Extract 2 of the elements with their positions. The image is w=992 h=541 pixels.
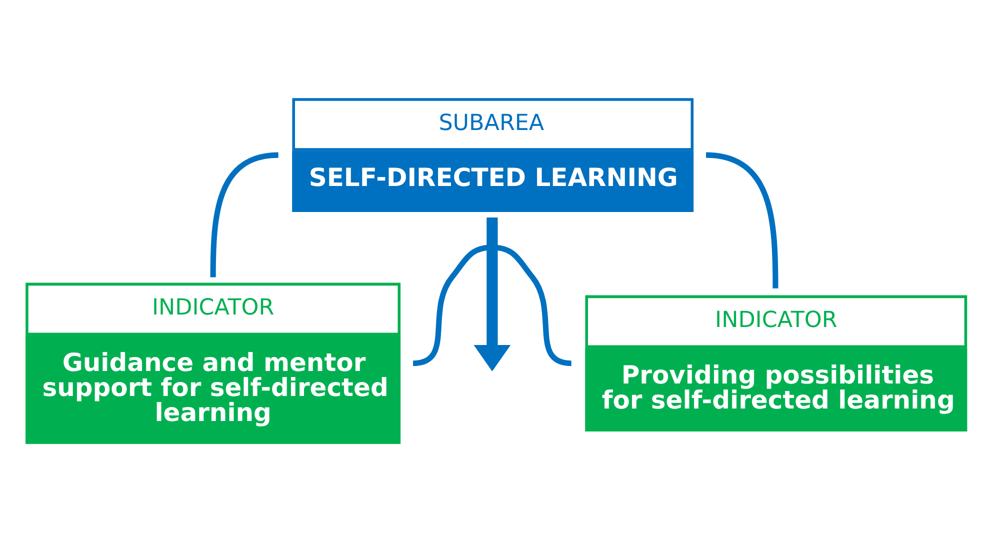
connector xyxy=(210,152,279,277)
connector xyxy=(706,152,778,288)
